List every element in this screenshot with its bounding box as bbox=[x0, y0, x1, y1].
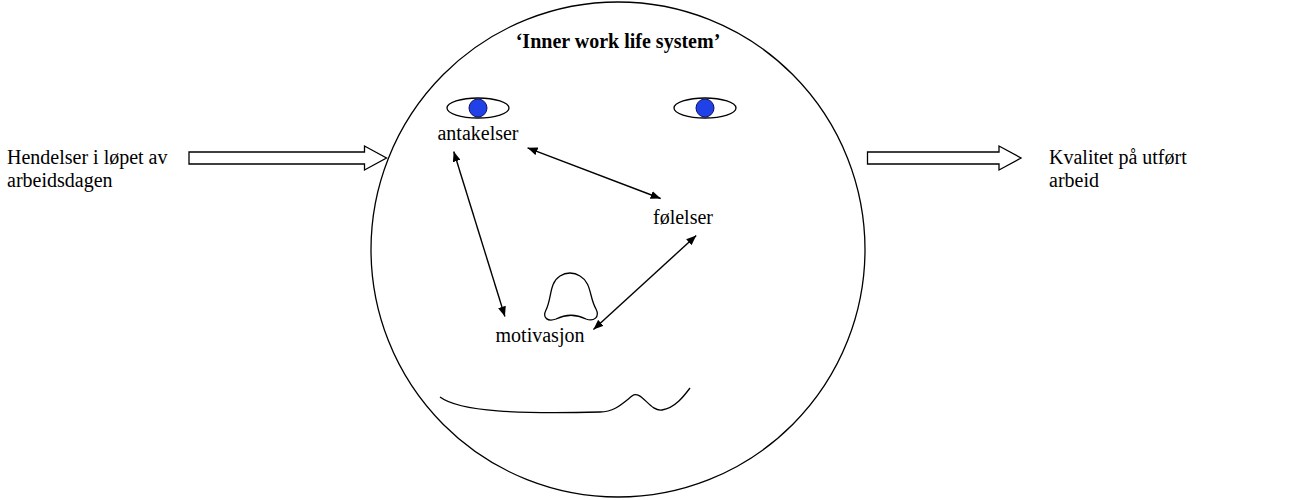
system-heading: ‘Inner work life system’ bbox=[370, 30, 866, 53]
circle-outline bbox=[370, 1, 866, 498]
concept-label: følelser bbox=[650, 205, 716, 230]
face-circle: ‘Inner work life system’ antakelser følels… bbox=[370, 1, 866, 498]
right-eye bbox=[674, 98, 736, 118]
node-text: Hendelser i løpet av arbeidsdagen bbox=[5, 146, 177, 192]
node-text: følelser bbox=[650, 205, 716, 230]
concept-label: antakelser bbox=[434, 121, 521, 146]
relation-arrow bbox=[528, 148, 661, 199]
node-text: Kvalitet på utført arbeid bbox=[1047, 146, 1219, 192]
circle-outline bbox=[371, 2, 865, 497]
left-eye bbox=[447, 98, 509, 118]
right-pupil bbox=[696, 99, 714, 117]
mouth bbox=[440, 388, 690, 413]
nose bbox=[545, 273, 598, 320]
flow-arrow bbox=[189, 146, 386, 170]
input-label: Hendelser i løpet av arbeidsdagen bbox=[5, 146, 177, 192]
node-text: motivasjon bbox=[493, 323, 588, 348]
output-label: Kvalitet på utført arbeid bbox=[1047, 146, 1219, 192]
node-text: antakelser bbox=[434, 121, 521, 146]
concept-label: motivasjon bbox=[493, 323, 588, 348]
flow-arrow bbox=[868, 146, 1021, 170]
relation-arrow bbox=[593, 236, 696, 330]
relation-arrow bbox=[454, 152, 505, 317]
left-pupil bbox=[469, 99, 487, 117]
